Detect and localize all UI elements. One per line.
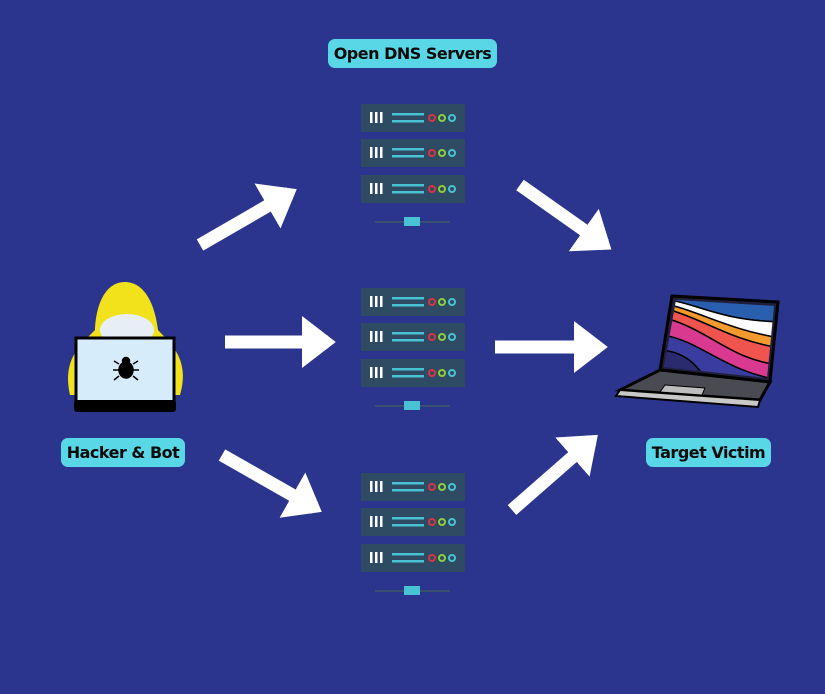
hacker-bot-label: Hacker & Bot — [61, 438, 185, 467]
server-unit — [361, 139, 465, 167]
server-unit — [361, 508, 465, 536]
bug-icon — [113, 356, 139, 381]
server-unit — [361, 104, 465, 132]
victim-laptop-icon — [614, 294, 780, 409]
server-unit — [361, 359, 465, 387]
hacker-icon — [68, 282, 183, 412]
server-base — [404, 401, 420, 410]
server-unit — [361, 175, 465, 203]
arrow — [196, 183, 297, 251]
server-unit — [361, 323, 465, 351]
server-unit — [361, 544, 465, 572]
server-base — [404, 586, 420, 595]
server-base — [404, 217, 420, 226]
target-victim-label: Target Victim — [646, 438, 771, 467]
arrow — [218, 449, 322, 518]
server-rack-icon — [361, 288, 465, 410]
arrows — [196, 179, 612, 518]
arrow — [516, 179, 612, 252]
server-rack-icon — [361, 104, 465, 226]
arrow — [507, 434, 598, 515]
server-groups — [361, 104, 465, 595]
open-dns-servers-label: Open DNS Servers — [328, 39, 497, 68]
server-unit — [361, 473, 465, 501]
server-unit — [361, 288, 465, 316]
server-rack-icon — [361, 473, 465, 595]
